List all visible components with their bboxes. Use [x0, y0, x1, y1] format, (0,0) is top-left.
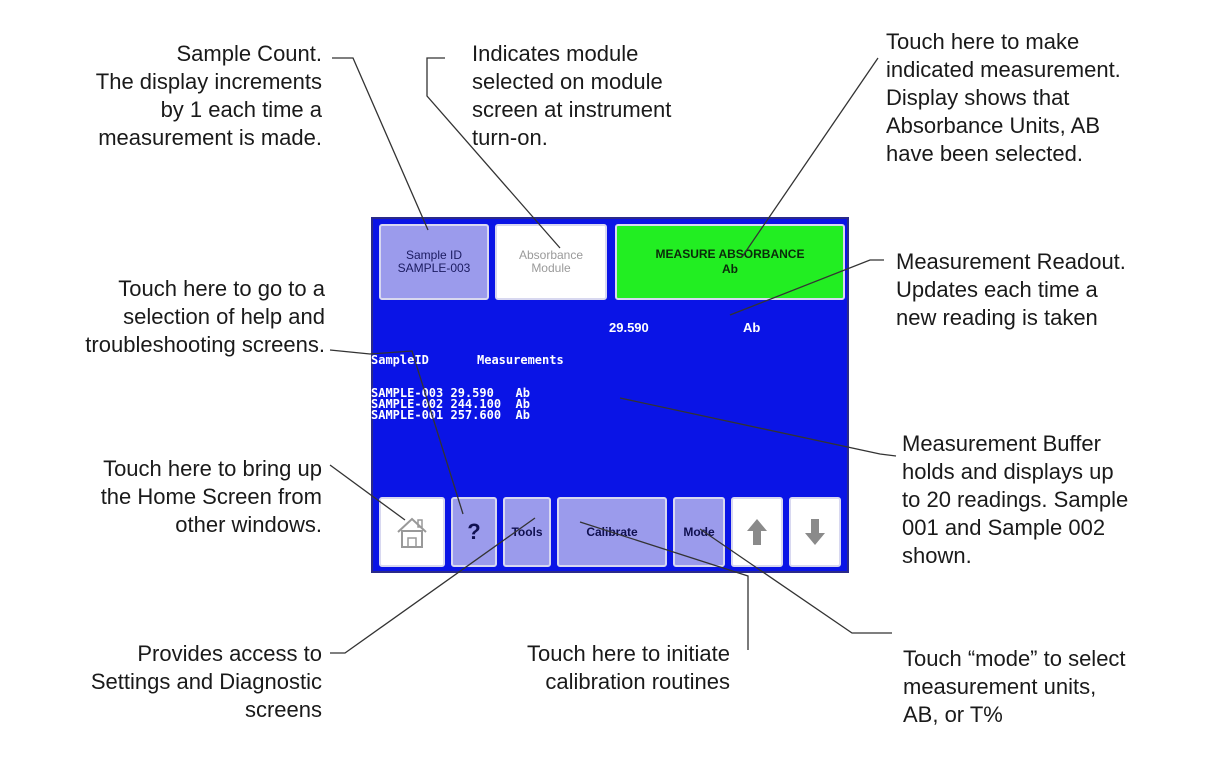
instrument-screen: Sample ID SAMPLE-003 Absorbance Module M…	[371, 217, 849, 573]
tools-button[interactable]: Tools	[503, 497, 551, 567]
calibrate-button[interactable]: Calibrate	[557, 497, 667, 567]
up-arrow-icon	[747, 519, 767, 545]
home-button[interactable]	[379, 497, 445, 567]
down-arrow-icon	[805, 519, 825, 545]
callout-module: Indicates module selected on module scre…	[472, 41, 672, 150]
home-icon	[397, 517, 427, 548]
leader-sample-count	[332, 57, 429, 231]
toolbar: ? Tools Calibrate Mode	[373, 489, 847, 573]
callout-mode: Touch “mode” to select measurement units…	[903, 646, 1126, 727]
measurement-buffer-list: SAMPLE-003 29.590 Ab SAMPLE-002 244.100 …	[371, 386, 530, 422]
readout-value: 29.590	[609, 320, 649, 335]
measure-absorbance-button[interactable]: MEASURE ABSORBANCE Ab	[615, 224, 845, 300]
buffer-header-sample: SampleID	[371, 353, 429, 367]
buffer-header-measurements: Measurements	[477, 353, 564, 367]
mode-button[interactable]: Mode	[673, 497, 725, 567]
help-button[interactable]: ?	[451, 497, 497, 567]
callout-help: Touch here to go to a selection of help …	[85, 276, 325, 357]
callout-tools: Provides access to Settings and Diagnost…	[90, 641, 322, 722]
callout-calibrate: Touch here to initiate calibration routi…	[526, 641, 730, 694]
callout-home: Touch here to bring up the Home Screen f…	[100, 456, 322, 537]
callout-buffer: Measurement Buffer holds and displays up…	[902, 431, 1129, 568]
callout-measure: Touch here to make indicated measurement…	[886, 29, 1121, 166]
callout-readout: Measurement Readout. Updates each time a…	[896, 249, 1126, 330]
scroll-down-button[interactable]	[789, 497, 841, 567]
sample-id-button[interactable]: Sample ID SAMPLE-003	[379, 224, 489, 300]
readout-unit: Ab	[743, 320, 761, 335]
callout-sample-count: Sample Count. The display increments by …	[95, 41, 322, 150]
scroll-up-button[interactable]	[731, 497, 783, 567]
module-button[interactable]: Absorbance Module	[495, 224, 607, 300]
